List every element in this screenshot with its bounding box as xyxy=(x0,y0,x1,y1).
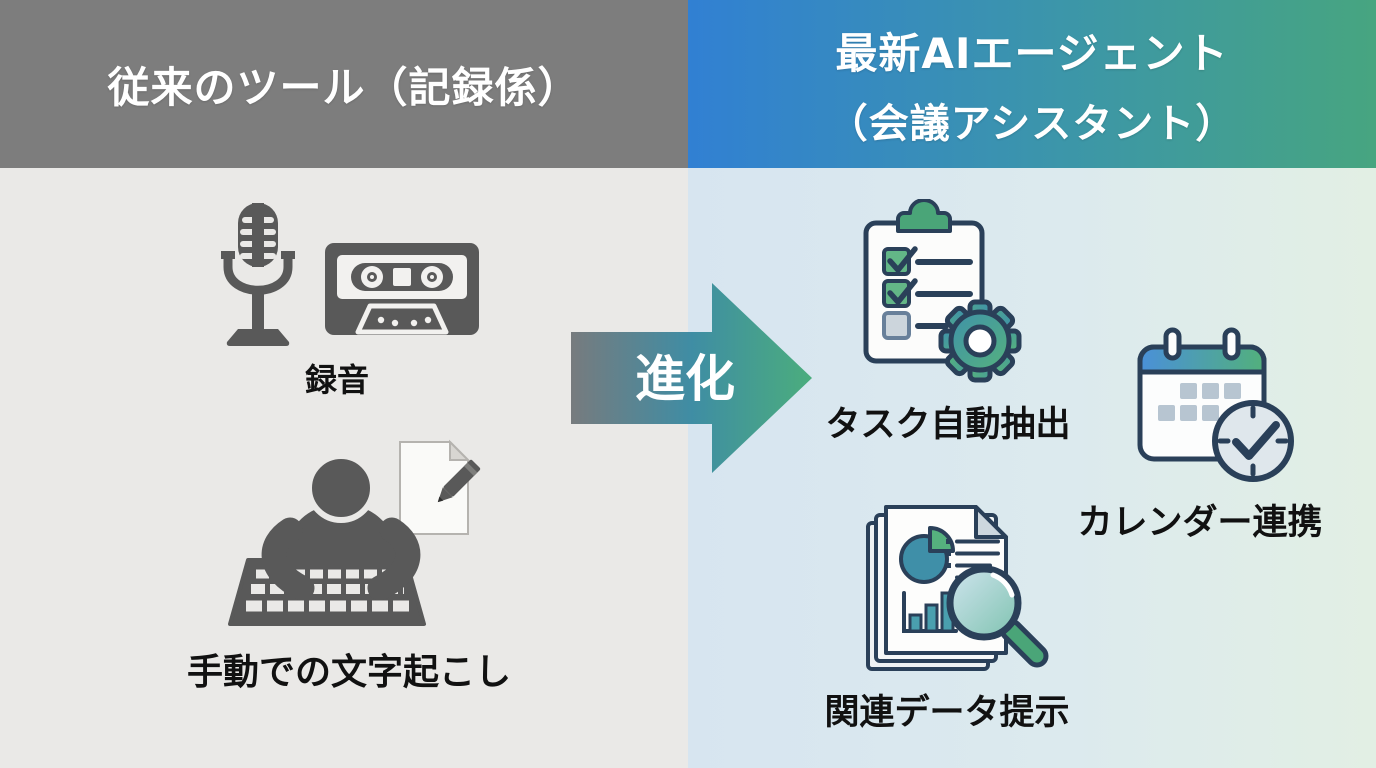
magnifier-icon xyxy=(946,565,1049,668)
microphone-icon xyxy=(221,203,295,346)
left-header: 従来のツール（記録係） xyxy=(0,0,688,168)
gear-icon xyxy=(938,299,1022,383)
related-data-label: 関連データ提示 xyxy=(824,693,1070,733)
right-header-title-line2: （会議アシスタント） xyxy=(827,100,1237,147)
cassette-tape-icon xyxy=(325,243,479,335)
calendar-icon xyxy=(1137,327,1294,482)
clipboard-checklist-icon xyxy=(863,199,1022,383)
right-header-title-line1: 最新AIエージェント xyxy=(835,28,1229,78)
task-extraction-label: タスク自動抽出 xyxy=(825,405,1071,445)
documents-icon xyxy=(866,505,1049,671)
evolution-arrow: 進化 xyxy=(571,283,812,473)
left-header-title: 従来のツール（記録係） xyxy=(107,62,581,112)
text-lines xyxy=(946,539,951,568)
evolution-label: 進化 xyxy=(635,350,735,408)
calendar-integration-label: カレンダー連携 xyxy=(1077,503,1323,543)
manual-transcription-label: 手動での文字起こし xyxy=(186,652,512,693)
recording-label: 録音 xyxy=(304,361,370,399)
typing-person-icon xyxy=(228,439,481,626)
right-header: 最新AIエージェント （会議アシスタント） xyxy=(688,0,1376,168)
clock-check-icon xyxy=(1212,400,1294,482)
paper-pencil-icon xyxy=(399,439,481,535)
pie-chart-icon xyxy=(899,526,955,584)
bar-chart-icon xyxy=(902,591,958,633)
